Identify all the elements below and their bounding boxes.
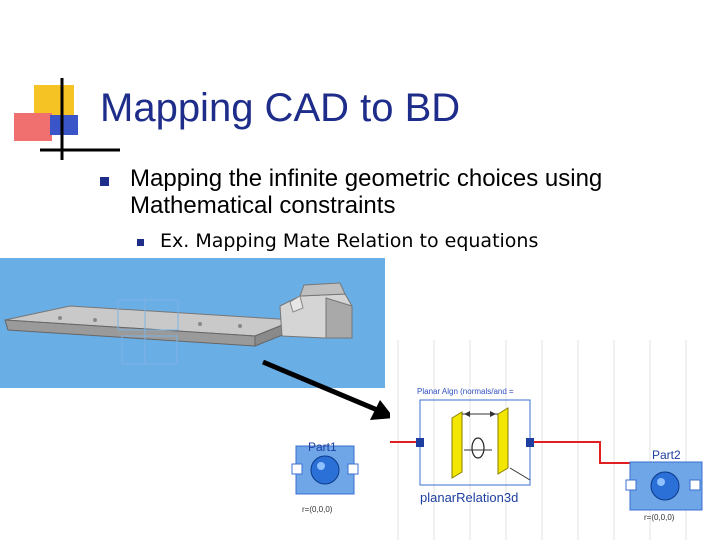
bullet-text-primary: Mapping the infinite geometric choices u… bbox=[130, 165, 603, 219]
part1-block: r=(0,0,0) bbox=[291, 445, 359, 514]
relation-header: Planar Algn (normals/and = bbox=[417, 387, 514, 396]
slide-title: Mapping CAD to BD bbox=[100, 86, 461, 130]
cad-model-image bbox=[0, 258, 385, 388]
bullet-icon bbox=[137, 239, 144, 246]
part2-caption: r=(0,0,0) bbox=[644, 513, 675, 522]
relation-label: planarRelation3d bbox=[420, 490, 518, 505]
part1-label: Part1 bbox=[308, 440, 337, 454]
bullet-text-secondary: Ex. Mapping Mate Relation to equations bbox=[160, 230, 539, 252]
part1-caption: r=(0,0,0) bbox=[302, 505, 333, 514]
slide-logo bbox=[14, 78, 120, 160]
bullet-icon bbox=[100, 177, 109, 186]
part2-label: Part2 bbox=[652, 448, 681, 462]
block-diagram: Planar Algn (normals/and = planarRelatio… bbox=[390, 340, 720, 540]
